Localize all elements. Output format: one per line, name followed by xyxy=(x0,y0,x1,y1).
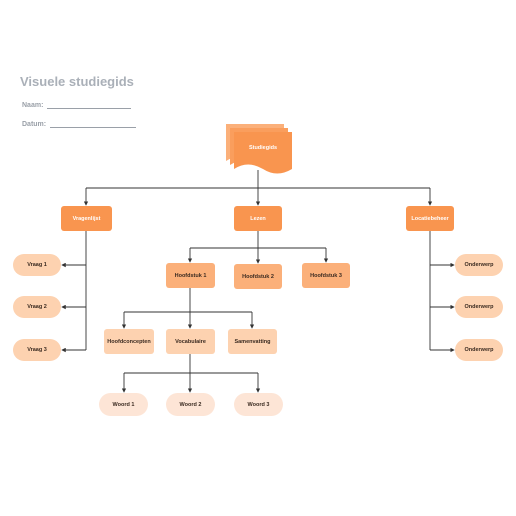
node-hoofdstuk-2: Hoofdstuk 2 xyxy=(234,264,282,289)
node-onderwerp-2: Onderwerp xyxy=(455,296,503,318)
date-field[interactable]: Datum: xyxy=(22,119,137,128)
node-vraag-3: Vraag 3 xyxy=(13,339,61,361)
node-vocabulaire: Vocabulaire xyxy=(166,329,215,354)
node-hoofdstuk-1: Hoofdstuk 1 xyxy=(166,263,215,288)
name-label: Naam: xyxy=(22,102,44,109)
node-vraag-2: Vraag 2 xyxy=(13,296,61,318)
root-document-stack xyxy=(226,124,292,174)
node-onderwerp-3: Onderwerp xyxy=(455,339,503,361)
node-vraag-1: Vraag 1 xyxy=(13,254,61,276)
node-onderwerp-1: Onderwerp xyxy=(455,254,503,276)
name-line xyxy=(47,100,132,109)
node-hoofdstuk-3: Hoofdstuk 3 xyxy=(302,263,350,288)
node-samenvatting: Samenvatting xyxy=(228,329,277,354)
date-label: Datum: xyxy=(22,121,47,128)
date-line xyxy=(50,119,137,128)
node-hoofdconcepten: Hoofdconcepten xyxy=(104,329,154,354)
node-woord-1: Woord 1 xyxy=(99,393,148,416)
name-field[interactable]: Naam: xyxy=(22,100,132,109)
page-title: Visuele studiegids xyxy=(20,74,134,89)
node-woord-3: Woord 3 xyxy=(234,393,283,416)
node-woord-2: Woord 2 xyxy=(166,393,215,416)
root-node-label: Studiegids xyxy=(248,145,278,151)
node-locaties: Locatiebeheer xyxy=(406,206,454,231)
node-lezen: Lezen xyxy=(234,206,282,231)
node-vragen: Vragenlijst xyxy=(61,206,112,231)
